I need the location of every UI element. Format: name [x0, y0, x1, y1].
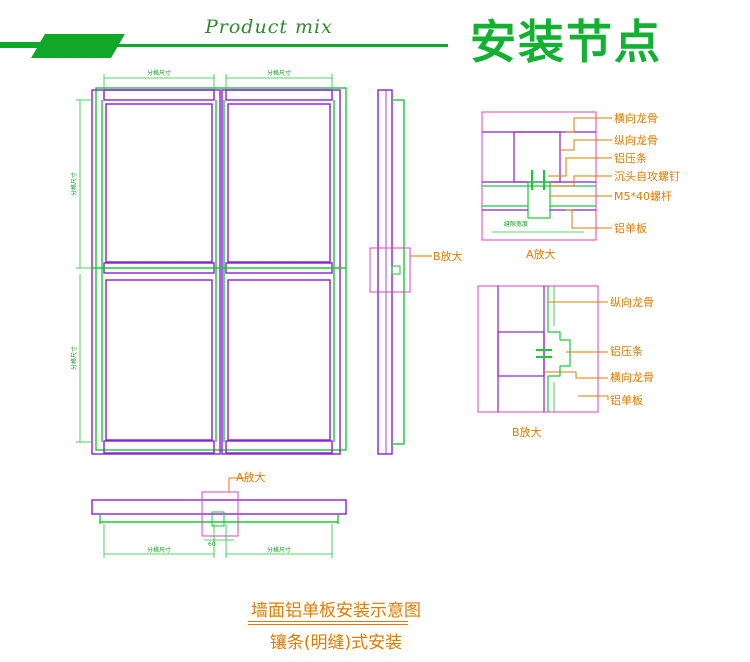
caption-title: 墙面铝单板安装示意图 [251, 601, 421, 621]
top-rail-left [103, 89, 215, 101]
panel-lower-left [105, 279, 213, 441]
header-rule [112, 44, 448, 47]
panel-upper-right [227, 103, 331, 263]
detail-b-label-vertical-keel: 纵向龙骨 [610, 295, 654, 309]
dim-top-left: 分格尺寸 [147, 69, 171, 77]
detail-a-label-vertical-keel: 纵向龙骨 [614, 133, 658, 147]
detail-b-label-horizontal-keel: 横向龙骨 [610, 370, 654, 384]
detail-a-label-horizontal-keel: 横向龙骨 [614, 111, 658, 125]
detail-b-labels: 纵向龙骨 铝压条 横向龙骨 铝单板 [610, 295, 654, 407]
callout-b: B放大 [433, 249, 463, 263]
caption-divider [248, 621, 408, 622]
dim-side-lower: 分格尺寸 [70, 346, 78, 370]
dim-side-upper: 分格尺寸 [70, 172, 78, 196]
side-section [369, 89, 432, 455]
bottom-rail-left [103, 440, 215, 454]
detail-a-inner-dim: 缝隙宽度 [504, 220, 528, 228]
zoom-box-a [201, 491, 239, 537]
detail-a-label-screw: 沉头自攻螺钉 [614, 169, 680, 183]
detail-b-title: B放大 [512, 425, 542, 439]
header-title: 安装节点 [470, 15, 662, 69]
top-rail-right [225, 89, 333, 101]
detail-a [481, 111, 612, 241]
header-subtitle: Product mix [205, 16, 333, 38]
detail-a-labels: 横向龙骨 纵向龙骨 铝压条 沉头自攻螺钉 M5*40螺杆 铝单板 [614, 111, 680, 235]
detail-a-title: A放大 [526, 247, 556, 261]
plan-dim-right: 分格尺寸 [267, 546, 291, 554]
panel-upper-left [105, 103, 213, 263]
callout-a: A放大 [236, 470, 266, 484]
plan-dim-left: 分格尺寸 [147, 546, 171, 554]
dim-top-right: 分格尺寸 [267, 69, 291, 77]
elevation-right-column [221, 89, 341, 455]
panel-lower-right [227, 279, 331, 441]
caption-divider [248, 624, 408, 625]
detail-a-label-press-strip: 铝压条 [614, 151, 647, 165]
elevation-left-column [91, 89, 221, 455]
bottom-rail-right [225, 440, 333, 454]
plan-dim-gap: 60 [208, 541, 216, 548]
zoom-box-b [369, 247, 411, 293]
detail-a-label-bolt: M5*40螺杆 [614, 189, 672, 203]
elevation-view [76, 74, 347, 455]
detail-b [477, 285, 609, 413]
detail-a-label-panel: 铝单板 [614, 221, 647, 235]
caption-subtitle: 镶条(明缝)式安装 [269, 633, 403, 653]
elevation-outer-frame [95, 87, 347, 451]
detail-b-label-press-strip: 铝压条 [610, 344, 643, 358]
plan-view [91, 477, 347, 558]
detail-b-label-panel: 铝单板 [610, 393, 643, 407]
